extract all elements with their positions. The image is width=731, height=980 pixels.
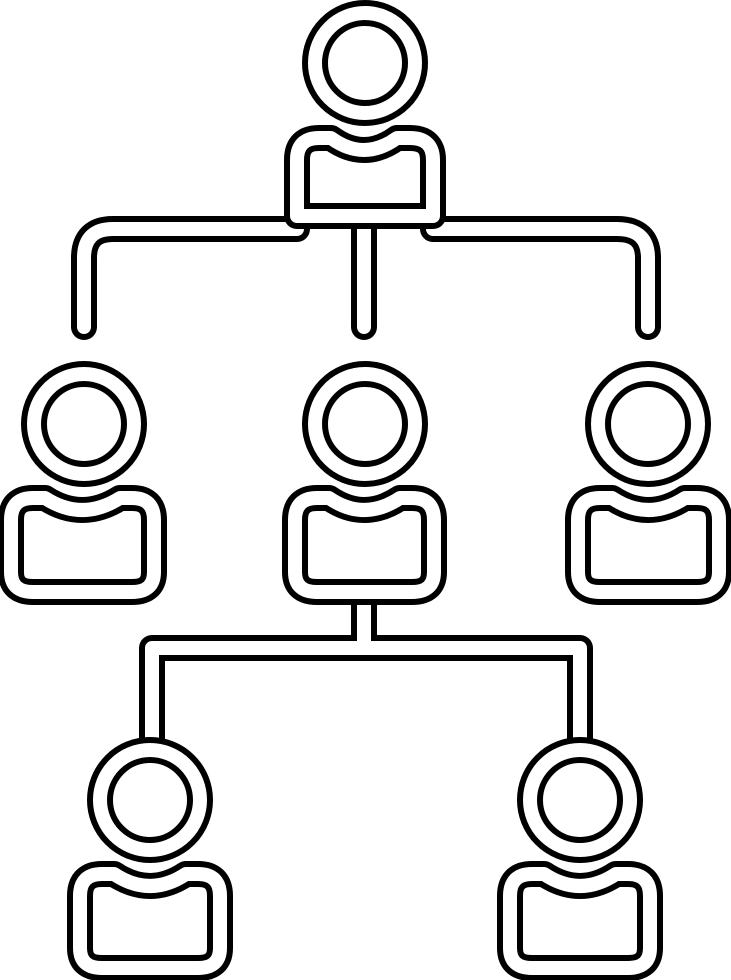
person-icon-middle-right	[565, 361, 731, 605]
person-icon-middle-left	[0, 361, 167, 605]
person-icon-top	[284, 0, 446, 229]
person-icon-bottom-right	[497, 737, 663, 980]
person-icon-middle-center	[282, 361, 447, 605]
person-icon-bottom-left	[67, 737, 233, 980]
connector-top-to-middle	[71, 216, 661, 340]
connector-middle-to-bottom	[139, 585, 593, 758]
